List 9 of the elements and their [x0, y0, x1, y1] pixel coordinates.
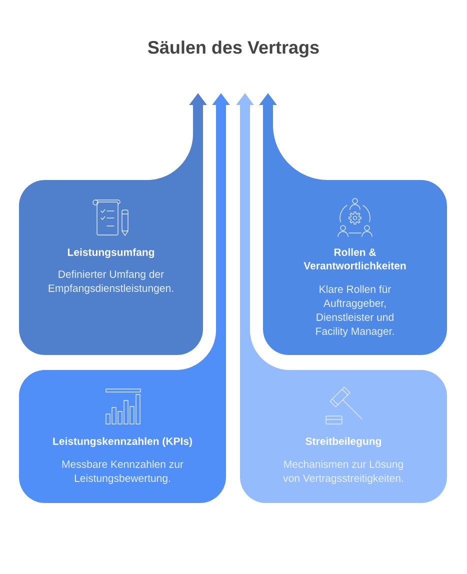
card-text: Messbare Kennzahlen zur Leistungsbewertung.	[62, 460, 184, 484]
card-text: Definierter Umfang der Empfangsdienstleistungen.	[48, 270, 174, 294]
card-heading: Leistungskennzahlen (KPIs)	[53, 437, 192, 448]
title: Säulen des Vertrags	[148, 40, 319, 58]
card-text: Mechanismen zur Lösung von Vertragsstreitigkeiten.	[283, 460, 403, 484]
card-heading: Leistungsumfang	[68, 248, 154, 258]
card-heading: Streitbeilegung	[306, 437, 381, 448]
card-text: Klare Rollen für Auftraggeber, Dienstleister und Facility Manager.	[316, 285, 394, 337]
card-heading: Rollen & Verantwortlichkeiten	[304, 248, 406, 270]
